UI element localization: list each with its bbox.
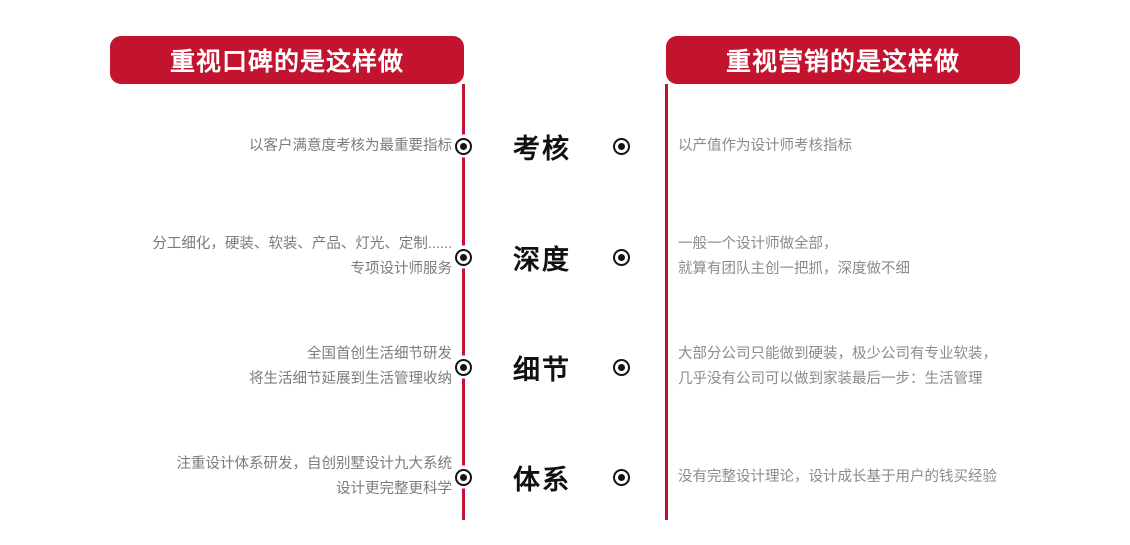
bullseye-icon — [612, 468, 630, 486]
row-right-text: 一般一个设计师做全部， 就算有团队主创一把抓，深度做不细 — [678, 232, 1130, 282]
row-center: 体系 — [452, 458, 632, 497]
header-pill-left: 重视口碑的是这样做 — [110, 36, 464, 84]
row-left-text: 全国首创生活细节研发 将生活细节延展到生活管理收纳 — [0, 342, 452, 392]
header-pill-right: 重视营销的是这样做 — [666, 36, 1020, 84]
comparison-row: 注重设计体系研发，自创别墅设计九大系统 设计更完整更科学 体系 没有完整设计理论… — [0, 451, 1130, 503]
text-line: 将生活细节延展到生活管理收纳 — [249, 371, 452, 387]
text-line: 没有完整设计理论，设计成长基于用户的钱买经验 — [678, 468, 997, 485]
bullseye-icon — [454, 358, 472, 376]
marker-slot-left — [452, 137, 474, 155]
text-line: 就算有团队主创一把抓，深度做不细 — [678, 261, 910, 277]
row-left-text: 以客户满意度考核为最重要指标 — [0, 134, 452, 159]
row-right-text: 大部分公司只能做到硬装，极少公司有专业软装， 几乎没有公司可以做到家装最后一步：… — [678, 342, 1130, 392]
bullseye-icon — [454, 248, 472, 266]
text-line: 一般一个设计师做全部， — [678, 236, 838, 252]
bullseye-icon — [612, 358, 630, 376]
row-category-label: 体系 — [513, 464, 571, 495]
text-line: 全国首创生活细节研发 — [307, 346, 452, 362]
row-category-label: 深度 — [513, 244, 571, 275]
marker-slot-right — [610, 248, 632, 266]
bullseye-icon — [612, 137, 630, 155]
row-left-text: 注重设计体系研发，自创别墅设计九大系统 设计更完整更科学 — [0, 452, 453, 502]
row-category-label: 细节 — [513, 354, 571, 385]
comparison-row: 全国首创生活细节研发 将生活细节延展到生活管理收纳 细节 大部分公司只能做到硬装… — [0, 341, 1130, 393]
marker-slot-left — [452, 358, 474, 376]
text-line: 分工细化，硬装、软装、产品、灯光、定制...... — [152, 236, 452, 252]
row-left-text: 分工细化，硬装、软装、产品、灯光、定制...... 专项设计师服务 — [0, 232, 452, 282]
row-center: 深度 — [452, 238, 632, 277]
bullseye-icon — [454, 137, 472, 155]
text-line: 注重设计体系研发，自创别墅设计九大系统 — [176, 456, 453, 472]
row-center: 考核 — [452, 127, 632, 166]
timeline-rail-left — [462, 84, 465, 520]
timeline-rail-right — [665, 84, 668, 520]
row-category-label: 考核 — [513, 133, 571, 164]
row-right-text: 以产值作为设计师考核指标 — [678, 134, 1130, 159]
marker-slot-left — [452, 468, 474, 486]
text-line: 大部分公司只能做到硬装，极少公司有专业软装， — [678, 346, 997, 362]
row-center: 细节 — [452, 348, 632, 387]
text-line: 以产值作为设计师考核指标 — [678, 137, 852, 154]
marker-slot-right — [610, 468, 632, 486]
text-line: 设计更完整更科学 — [336, 481, 452, 497]
marker-slot-right — [610, 358, 632, 376]
text-line: 几乎没有公司可以做到家装最后一步：生活管理 — [678, 371, 983, 387]
bullseye-icon — [454, 468, 472, 486]
text-line: 以客户满意度考核为最重要指标 — [249, 137, 452, 154]
row-right-text: 没有完整设计理论，设计成长基于用户的钱买经验 — [678, 465, 1130, 490]
comparison-row: 以客户满意度考核为最重要指标 考核 以产值作为设计师考核指标 — [0, 126, 1130, 166]
comparison-row: 分工细化，硬装、软装、产品、灯光、定制...... 专项设计师服务 深度 一般一… — [0, 231, 1130, 283]
marker-slot-right — [610, 137, 632, 155]
text-line: 专项设计师服务 — [350, 261, 453, 277]
marker-slot-left — [452, 248, 474, 266]
bullseye-icon — [612, 248, 630, 266]
